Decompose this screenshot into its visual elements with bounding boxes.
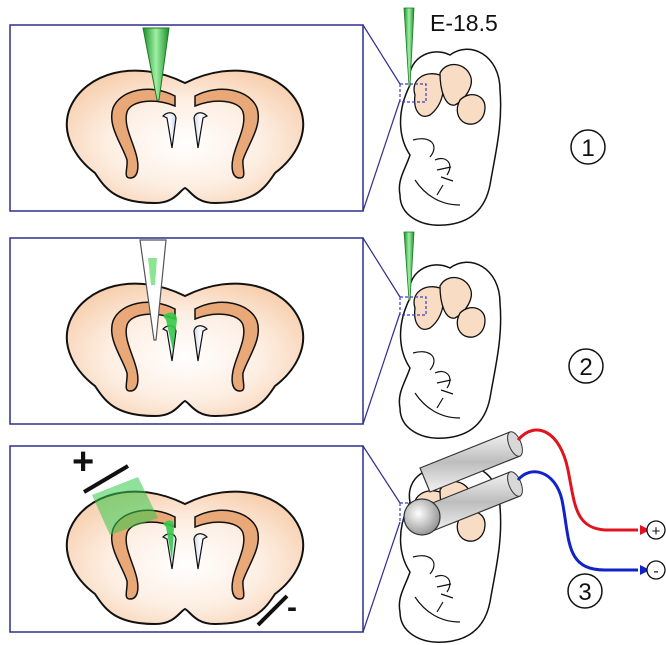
step-1-number: 1 [581,135,594,162]
zoom-line-bottom [363,522,400,632]
terminal-minus-sign: - [653,563,658,580]
panel-minus-sign: - [287,591,297,624]
step-3-number: 3 [578,579,591,606]
terminal-plus-sign: + [652,523,661,540]
panel-3: + - + - 3 [10,430,665,643]
panel-plus-sign: + [72,441,94,483]
panel-1: E-18.5 1 [10,8,605,225]
zoom-line-top [363,446,400,503]
step-2-number: 2 [579,354,592,381]
brain-slice-icon [67,284,303,416]
negative-wire [518,472,638,570]
panel-2: 2 [10,232,603,438]
zoom-line-bottom [363,313,400,424]
embryo-icon [399,262,500,438]
embryo-icon [399,49,500,225]
zoom-line-bottom [363,100,400,211]
stage-label: E-18.5 [430,10,498,36]
zoom-line-top [363,25,400,84]
positive-wire [518,430,638,530]
brain-slice-icon [67,71,303,203]
zoom-line-top [363,238,400,297]
